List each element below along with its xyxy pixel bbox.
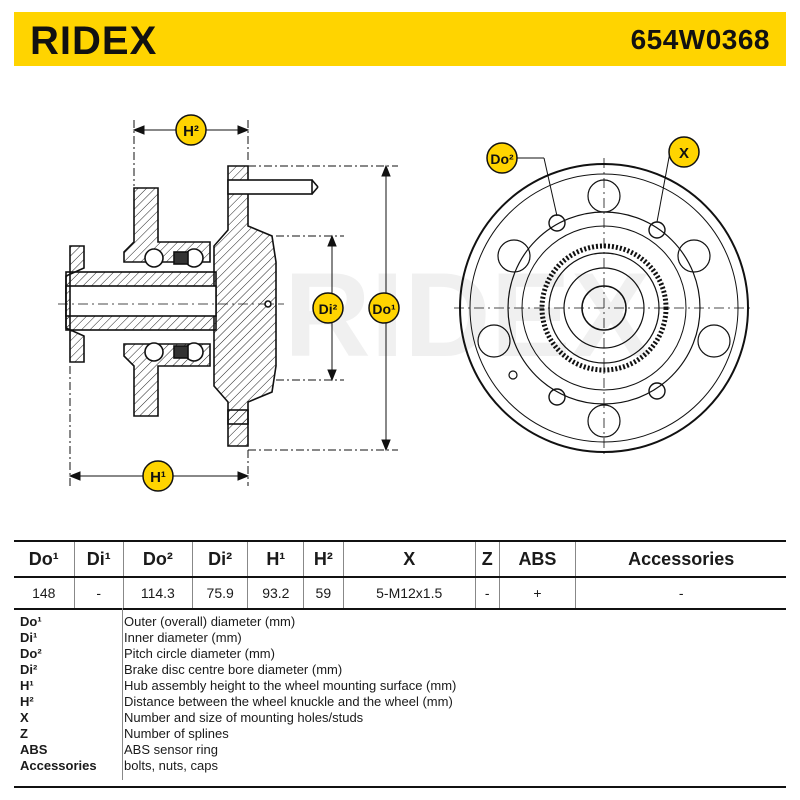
value-accessories: - [575,577,786,610]
legend: Do¹ Di¹ Do² Di² H¹ H² X Z ABS Accessorie… [14,608,786,786]
col-header-di2: Di² [191,540,248,578]
legend-key: Di¹ [20,630,38,645]
svg-text:Do¹: Do¹ [372,301,396,317]
col-header-h2: H² [303,540,344,578]
badge-h2: H² [175,114,207,146]
legend-key: H² [20,694,34,709]
legend-key: Do² [20,646,42,661]
hub-front-view [454,158,754,458]
value-abs: + [498,577,576,610]
legend-description: Brake disc centre bore diameter (mm) [124,662,343,677]
part-number: 654W0368 [630,24,770,55]
value-do2: 114.3 [122,577,193,610]
legend-key: ABS [20,742,48,757]
legend-description: Pitch circle diameter (mm) [124,646,275,661]
leader-do2 [516,157,558,217]
col-header-abs: ABS [498,540,576,578]
value-z: - [474,577,500,610]
ridex-logo: RIDEX [30,20,157,60]
dimension-h2 [132,120,250,186]
col-header-z: Z [474,540,500,578]
legend-description: Outer (overall) diameter (mm) [124,614,296,629]
legend-description: Hub assembly height to the wheel mountin… [124,678,457,693]
badge-di2: Di² [312,292,344,324]
badge-x: X [668,136,700,168]
legend-description: Number and size of mounting holes/studs [124,710,364,725]
value-x: 5-M12x1.5 [342,577,476,610]
svg-text:H²: H² [183,123,199,140]
svg-text:RIDEX: RIDEX [30,20,157,60]
col-header-do1: Do¹ [14,540,75,578]
svg-text:Di²: Di² [319,301,338,317]
col-header-accessories: Accessories [575,540,786,578]
value-h1: 93.2 [247,577,304,610]
legend-key: Z [20,726,28,741]
specs-header-row: Do¹ Di¹ Do² Di² H¹ H² X Z ABS Accessorie… [14,540,786,578]
legend-description: bolts, nuts, caps [124,758,218,773]
hub-cross-section [58,165,319,447]
value-h2: 59 [303,577,344,610]
svg-text:Do²: Do² [490,151,514,167]
legend-key: Accessories [20,758,97,773]
badge-do2: Do² [486,142,518,174]
legend-description: ABS sensor ring [124,742,218,757]
legend-key: H¹ [20,678,34,693]
badge-h1: H¹ [142,460,174,492]
legend-descriptions: Outer (overall) diameter (mm) Inner diam… [124,614,764,774]
leader-x [656,151,671,223]
col-header-do2: Do² [122,540,193,578]
legend-key: X [20,710,29,725]
specs-value-row: 148 - 114.3 75.9 93.2 59 5-M12x1.5 - + - [14,577,786,610]
value-di1: - [73,577,124,610]
specs-table: Do¹ Di¹ Do² Di² H¹ H² X Z ABS Accessorie… [14,540,786,610]
legend-description: Number of splines [124,726,229,741]
technical-drawing: RIDEX [58,114,754,492]
header-bar [14,12,786,66]
svg-text:X: X [679,145,689,162]
legend-key: Di² [20,662,38,677]
col-header-x: X [342,540,476,578]
col-header-h1: H¹ [247,540,304,578]
legend-description: Inner diameter (mm) [124,630,242,645]
svg-text:H¹: H¹ [150,469,166,486]
value-do1: 148 [14,577,75,610]
value-di2: 75.9 [191,577,248,610]
legend-key: Do¹ [20,614,42,629]
badge-do1: Do¹ [368,292,400,324]
col-header-di1: Di¹ [73,540,124,578]
legend-description: Distance between the wheel knuckle and t… [124,694,453,709]
legend-keys: Do¹ Di¹ Do² Di² H¹ H² X Z ABS Accessorie… [20,614,114,774]
legend-divider [122,608,123,780]
bottom-divider [14,786,786,788]
